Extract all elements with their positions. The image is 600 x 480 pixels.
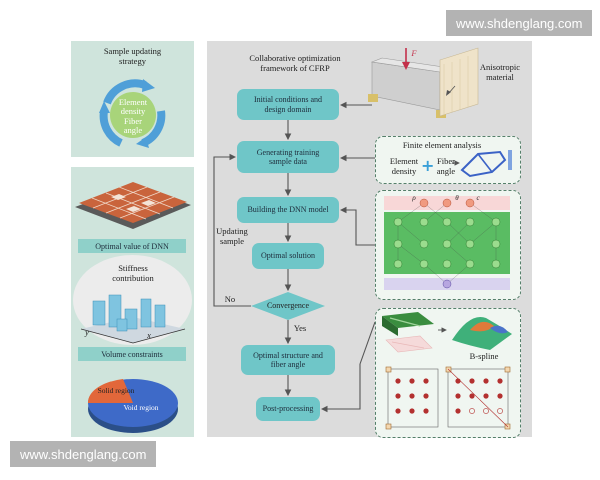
grid-plate	[75, 182, 191, 229]
cycle-arrowhead-top	[142, 79, 155, 92]
step-postprocessing-text: Post-processing	[262, 404, 314, 414]
cycle-arrowhead-right	[136, 137, 149, 148]
step-building-dnn: Building the DNN model	[237, 197, 339, 223]
updating-sample-label-2: sample	[219, 236, 245, 246]
strategy-title: Sample updating strategy	[103, 46, 162, 66]
cycle-arrowhead-left	[99, 101, 110, 113]
dnn-objective-panel: Optimal value of DNN Stiffness contribut…	[71, 167, 194, 437]
cycle-center-text-4: angle	[123, 125, 143, 135]
pie-solid-label: Solid region	[97, 386, 135, 395]
step-building-text: Building the DNN model	[247, 205, 329, 215]
plus-icon: +	[421, 156, 435, 175]
cycle-center-text-3: Fiber	[124, 116, 142, 126]
bspline-label: B-spline	[469, 351, 499, 361]
region-pie	[87, 379, 178, 433]
cycle-arrow-top	[103, 79, 147, 105]
optimal-value-label: Optimal value of DNN	[78, 239, 186, 253]
yes-label: Yes	[293, 323, 307, 333]
force-label: F	[411, 48, 417, 58]
watermark-top: www.shdenglang.com	[446, 10, 593, 36]
framework-title-1: Collaborative optimization	[249, 53, 341, 63]
cycle-diagram	[99, 79, 166, 148]
axis-y-label: y	[85, 327, 89, 337]
convergence-text: Convergence	[266, 301, 310, 310]
fea-box	[375, 136, 521, 184]
cycle-center-text-1: Element	[118, 97, 148, 107]
nn-c-label: c	[476, 194, 480, 202]
anisotropic-label-2: material	[486, 72, 514, 82]
nn-theta-label: θ	[455, 194, 459, 202]
fea-fiber-1: Fiber	[437, 156, 455, 166]
step-post-processing: Post-processing	[256, 397, 320, 421]
watermark-bottom: www.shdenglang.com	[10, 441, 157, 467]
no-label: No	[224, 294, 236, 304]
pie-void-label: Void region	[123, 403, 159, 412]
cycle-center	[110, 92, 156, 138]
stiffness-title-2: contribution	[112, 273, 154, 283]
step-optimal-structure-text-2: fiber angle	[270, 360, 306, 369]
fea-element-1: Element	[389, 156, 419, 166]
axis-x-label: x	[147, 330, 151, 340]
stiffness-title-1: Stiffness	[118, 263, 148, 273]
stiffness-bars	[80, 294, 186, 344]
cycle-arrow-left	[99, 110, 123, 147]
step-generating-text-1: Generating training	[256, 147, 320, 157]
updating-sample-label-1: Updating	[216, 226, 248, 236]
anisotropic-label-1: Anisotropic	[479, 62, 521, 72]
framework-title-2: framework of CFRP	[260, 63, 330, 73]
pie-solid	[87, 379, 133, 403]
cycle-center-text-2: density	[120, 106, 146, 116]
step-optimal-solution-text: Optimal solution	[261, 251, 315, 261]
step-initial-text-2: design domain	[264, 104, 312, 114]
step-optimal-structure-text-1: Optimal structure and	[253, 350, 323, 360]
step-initial-text-1: Initial conditions and	[254, 95, 322, 104]
fea-title: Finite element analysis	[402, 140, 482, 150]
sample-updating-panel: Sample updating strategy Element density…	[71, 41, 194, 157]
fea-fiber-2: angle	[436, 166, 456, 176]
nn-rho-label: ρ	[412, 194, 416, 202]
step-optimal-solution: Optimal solution	[252, 243, 324, 269]
volume-constraints-label: Volume constraints	[78, 347, 186, 361]
step-generating-text-2: sample data	[269, 157, 307, 166]
fea-element-2: density	[391, 166, 417, 176]
